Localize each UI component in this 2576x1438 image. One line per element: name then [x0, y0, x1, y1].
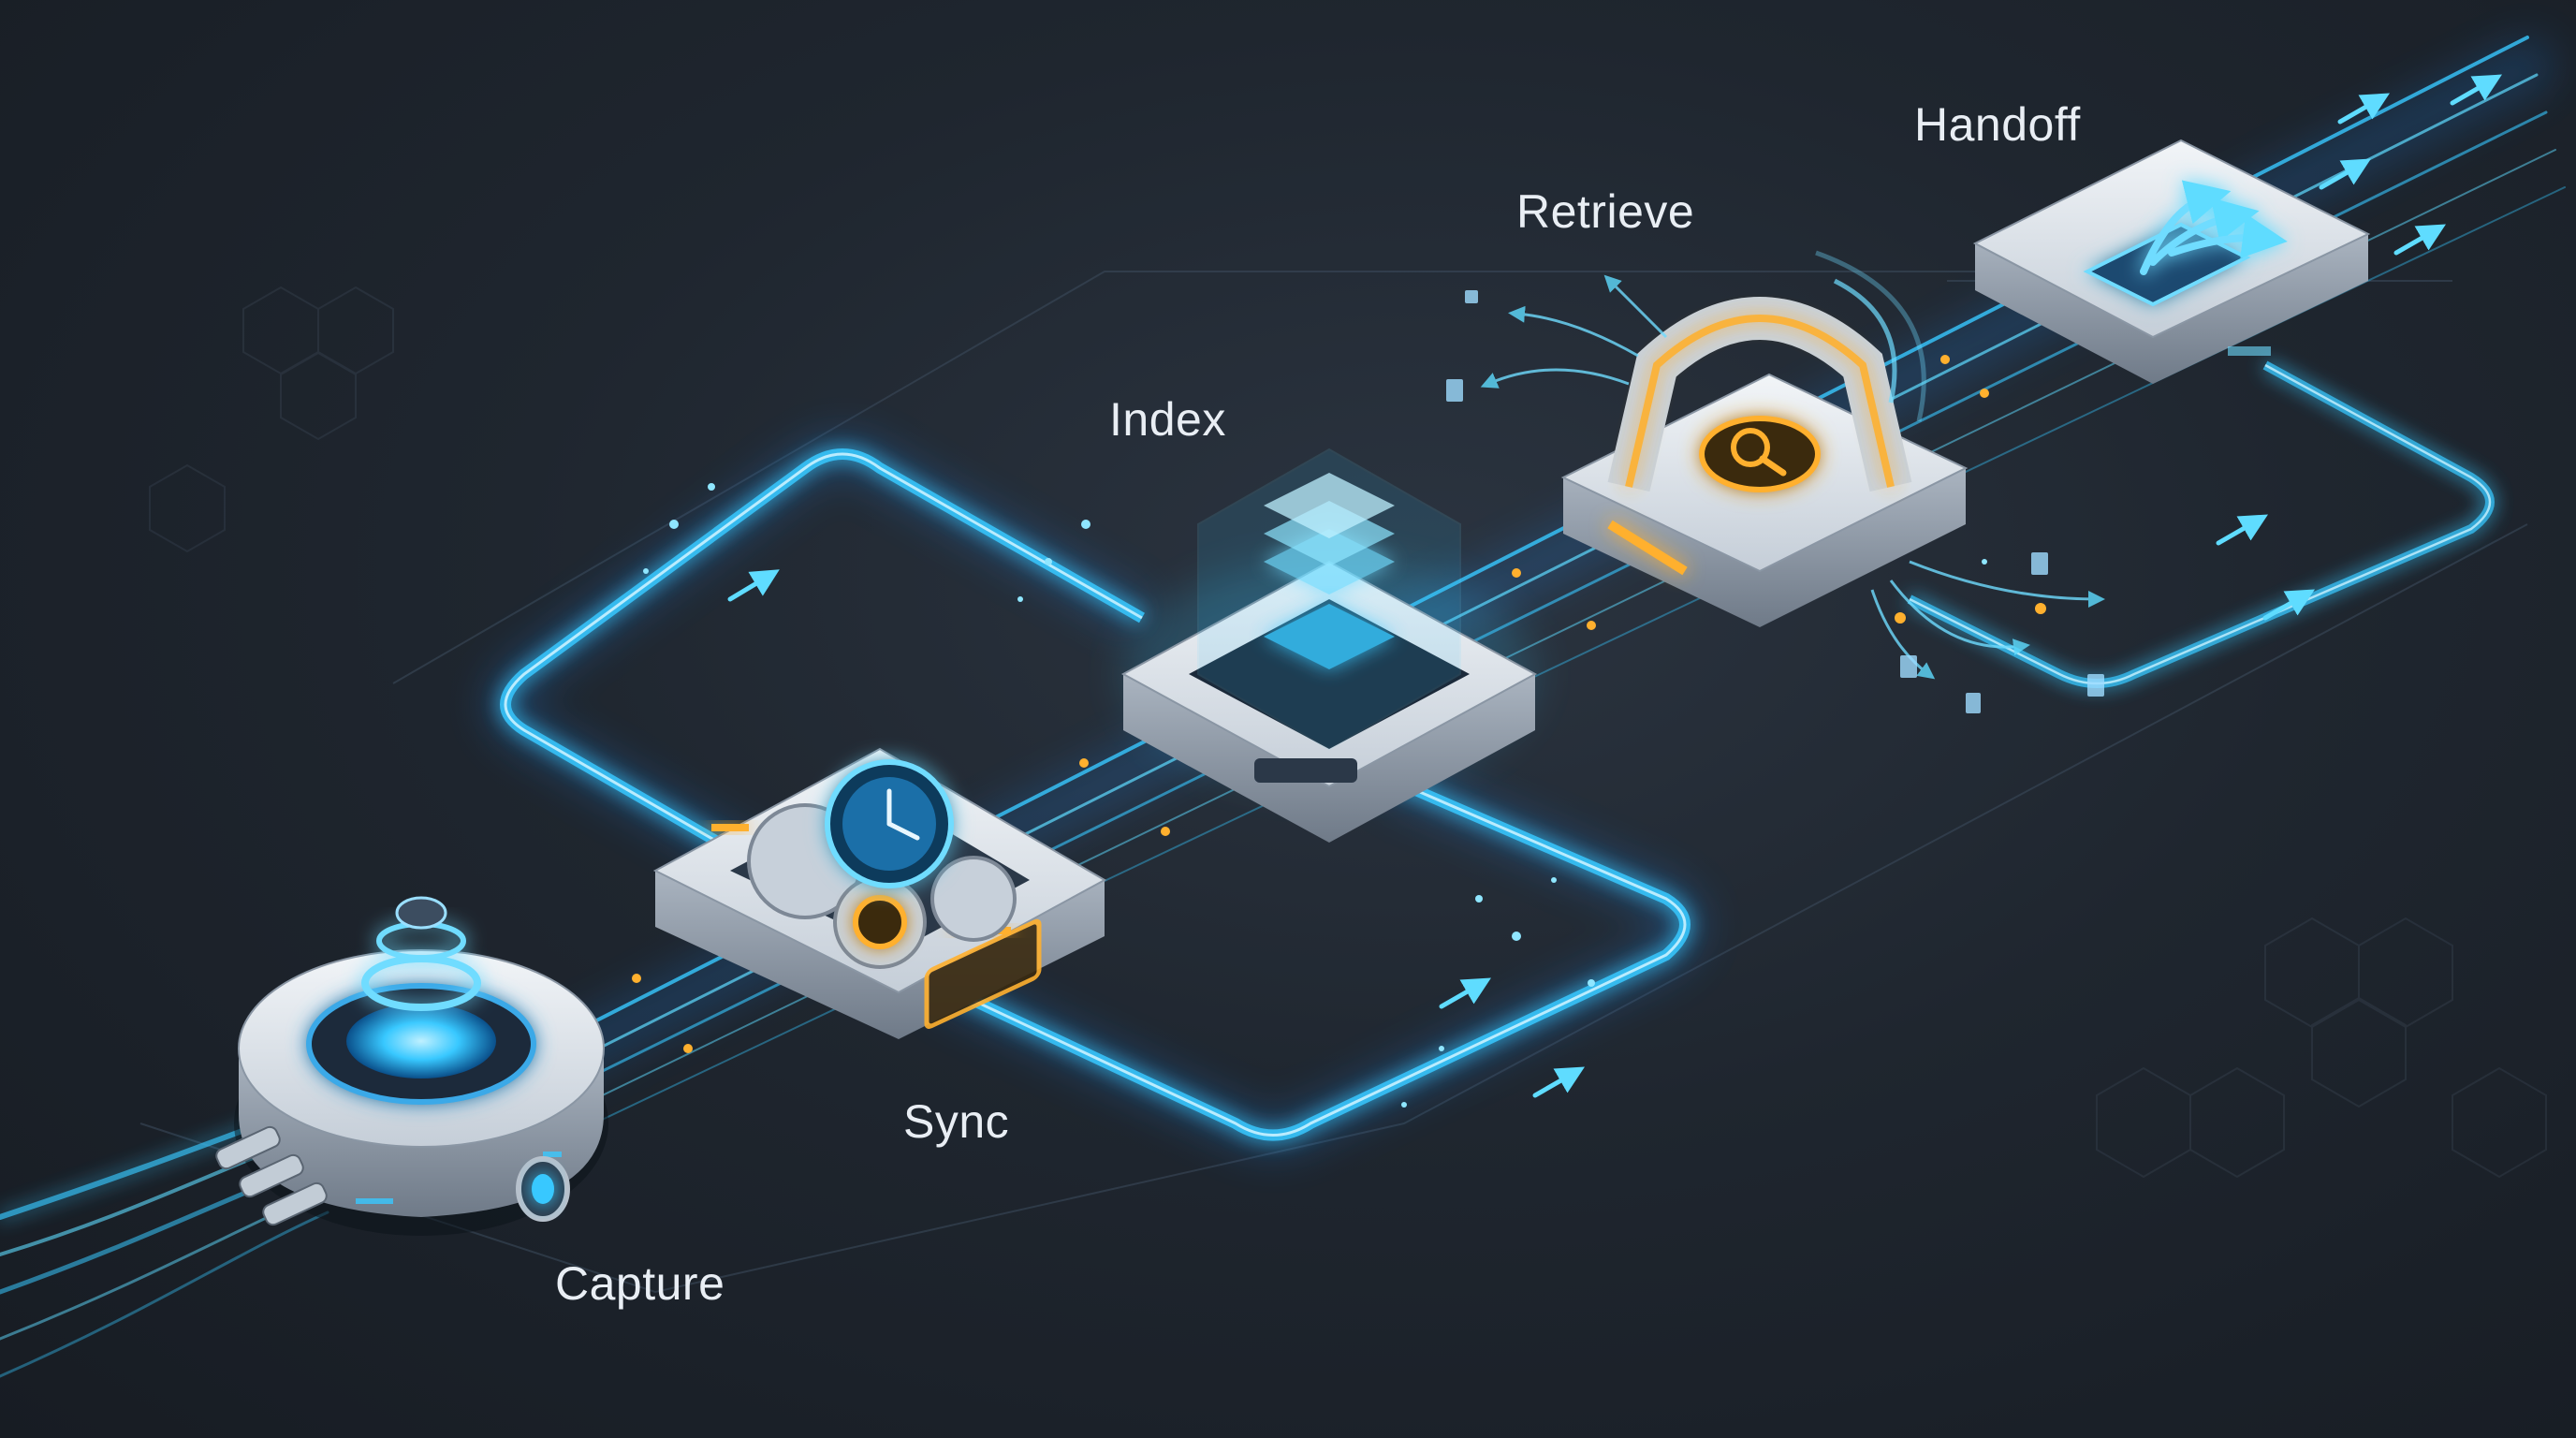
signal-waves — [1815, 250, 1926, 422]
retrieve-node — [1446, 250, 2105, 713]
left-loop-pipe — [487, 435, 1151, 888]
stage-labels: Capture Sync Index Retrieve Handoff — [555, 98, 2081, 1310]
index-node — [1120, 448, 1538, 843]
right-loop-pipe — [1907, 360, 2495, 688]
sync-node — [652, 747, 1107, 1039]
retrieve-output-streams — [1480, 274, 2105, 680]
gear-clock-icon — [747, 759, 1017, 969]
accent-particles — [632, 355, 2046, 1053]
document-icons — [1446, 290, 2104, 713]
capture-cable-connectors — [215, 1125, 328, 1226]
background-hex-grid — [149, 286, 2547, 1179]
stage-label-sync: Sync — [903, 1095, 1009, 1148]
flow-arrows — [727, 74, 2503, 1098]
stage-label-index: Index — [1109, 393, 1226, 446]
lens-icon — [361, 896, 481, 1011]
stage-label-retrieve: Retrieve — [1516, 185, 1694, 238]
handoff-node — [1972, 139, 2371, 384]
stage-label-capture: Capture — [555, 1257, 724, 1310]
lower-loop-pipe — [928, 759, 1704, 1154]
magnifier-icon — [1699, 416, 1821, 492]
split-arrows-icon — [2140, 180, 2288, 275]
capture-node — [215, 896, 608, 1236]
layer-stack-icon — [1197, 448, 1461, 751]
stage-label-handoff: Handoff — [1914, 98, 2081, 151]
